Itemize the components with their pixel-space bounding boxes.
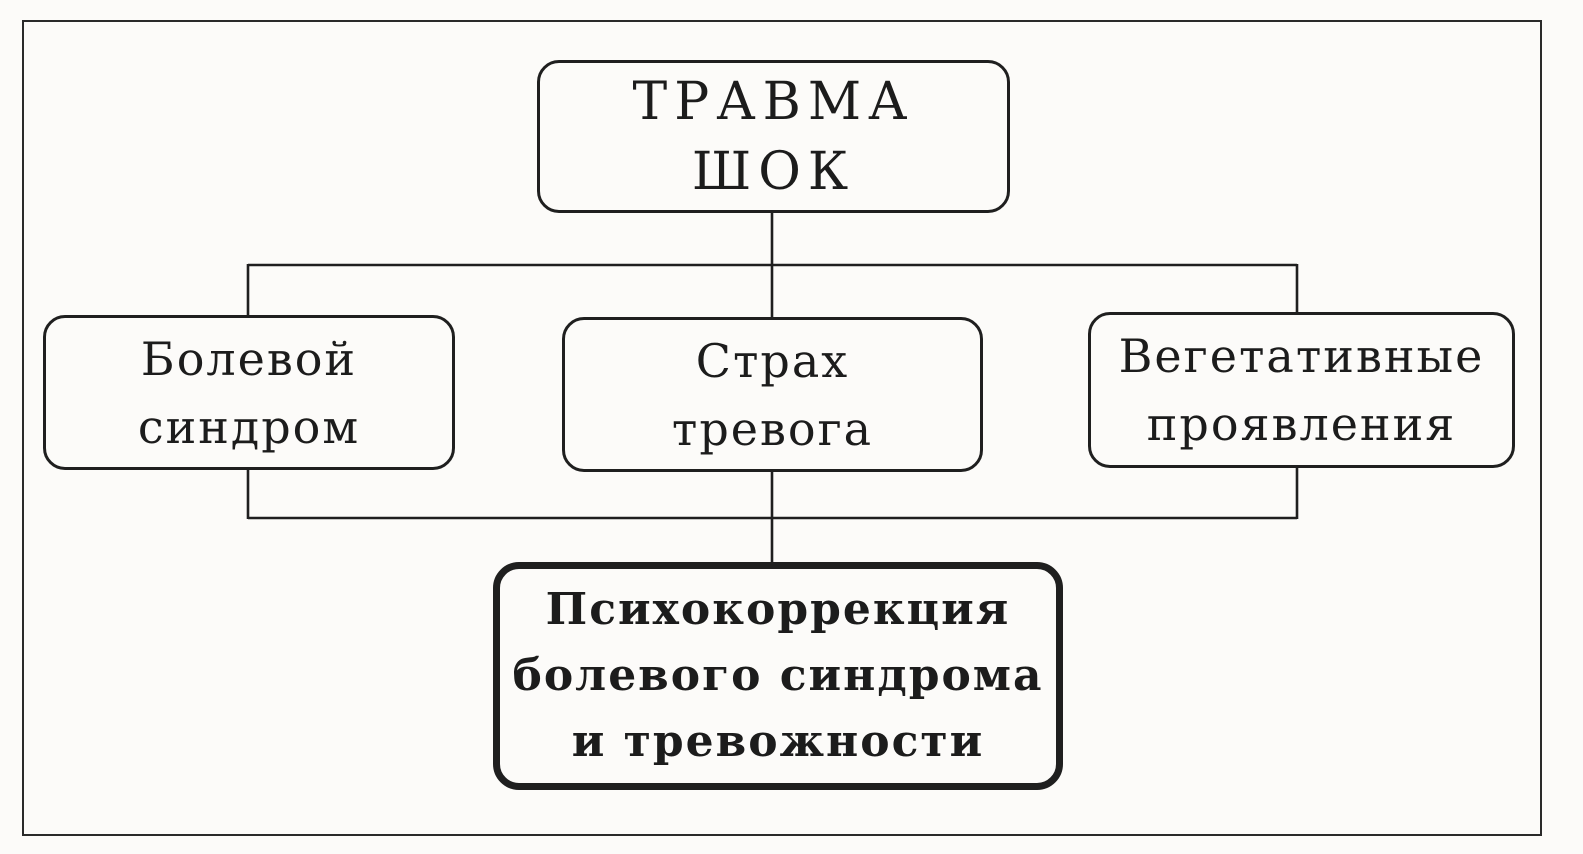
node-label-line: синдром [137,399,361,454]
node-psychocorrection: Психокоррекция болевого синдрома и трево… [493,562,1063,790]
node-label-line: проявления [1146,397,1457,451]
node-label-line: болевого синдрома [512,650,1044,701]
node-label-line: Страх [695,333,850,388]
node-label-line: и тревожности [571,716,985,767]
node-label-line: тревога [671,401,874,456]
node-label-line: Болевой [140,331,358,386]
node-label-line: Вегетативные [1118,329,1485,383]
node-trauma-shock: ТРАВМА ШОК [537,60,1010,213]
node-label-line: ТРАВМА [632,71,915,132]
node-label-line: Психокоррекция [545,584,1011,635]
node-label-line: ШОК [691,141,856,202]
diagram-frame [22,20,1542,836]
node-fear-anxiety: Страх тревога [562,317,983,472]
node-vegetative-manifestations: Вегетативные проявления [1088,312,1515,468]
node-pain-syndrome: Болевой синдром [43,315,455,470]
